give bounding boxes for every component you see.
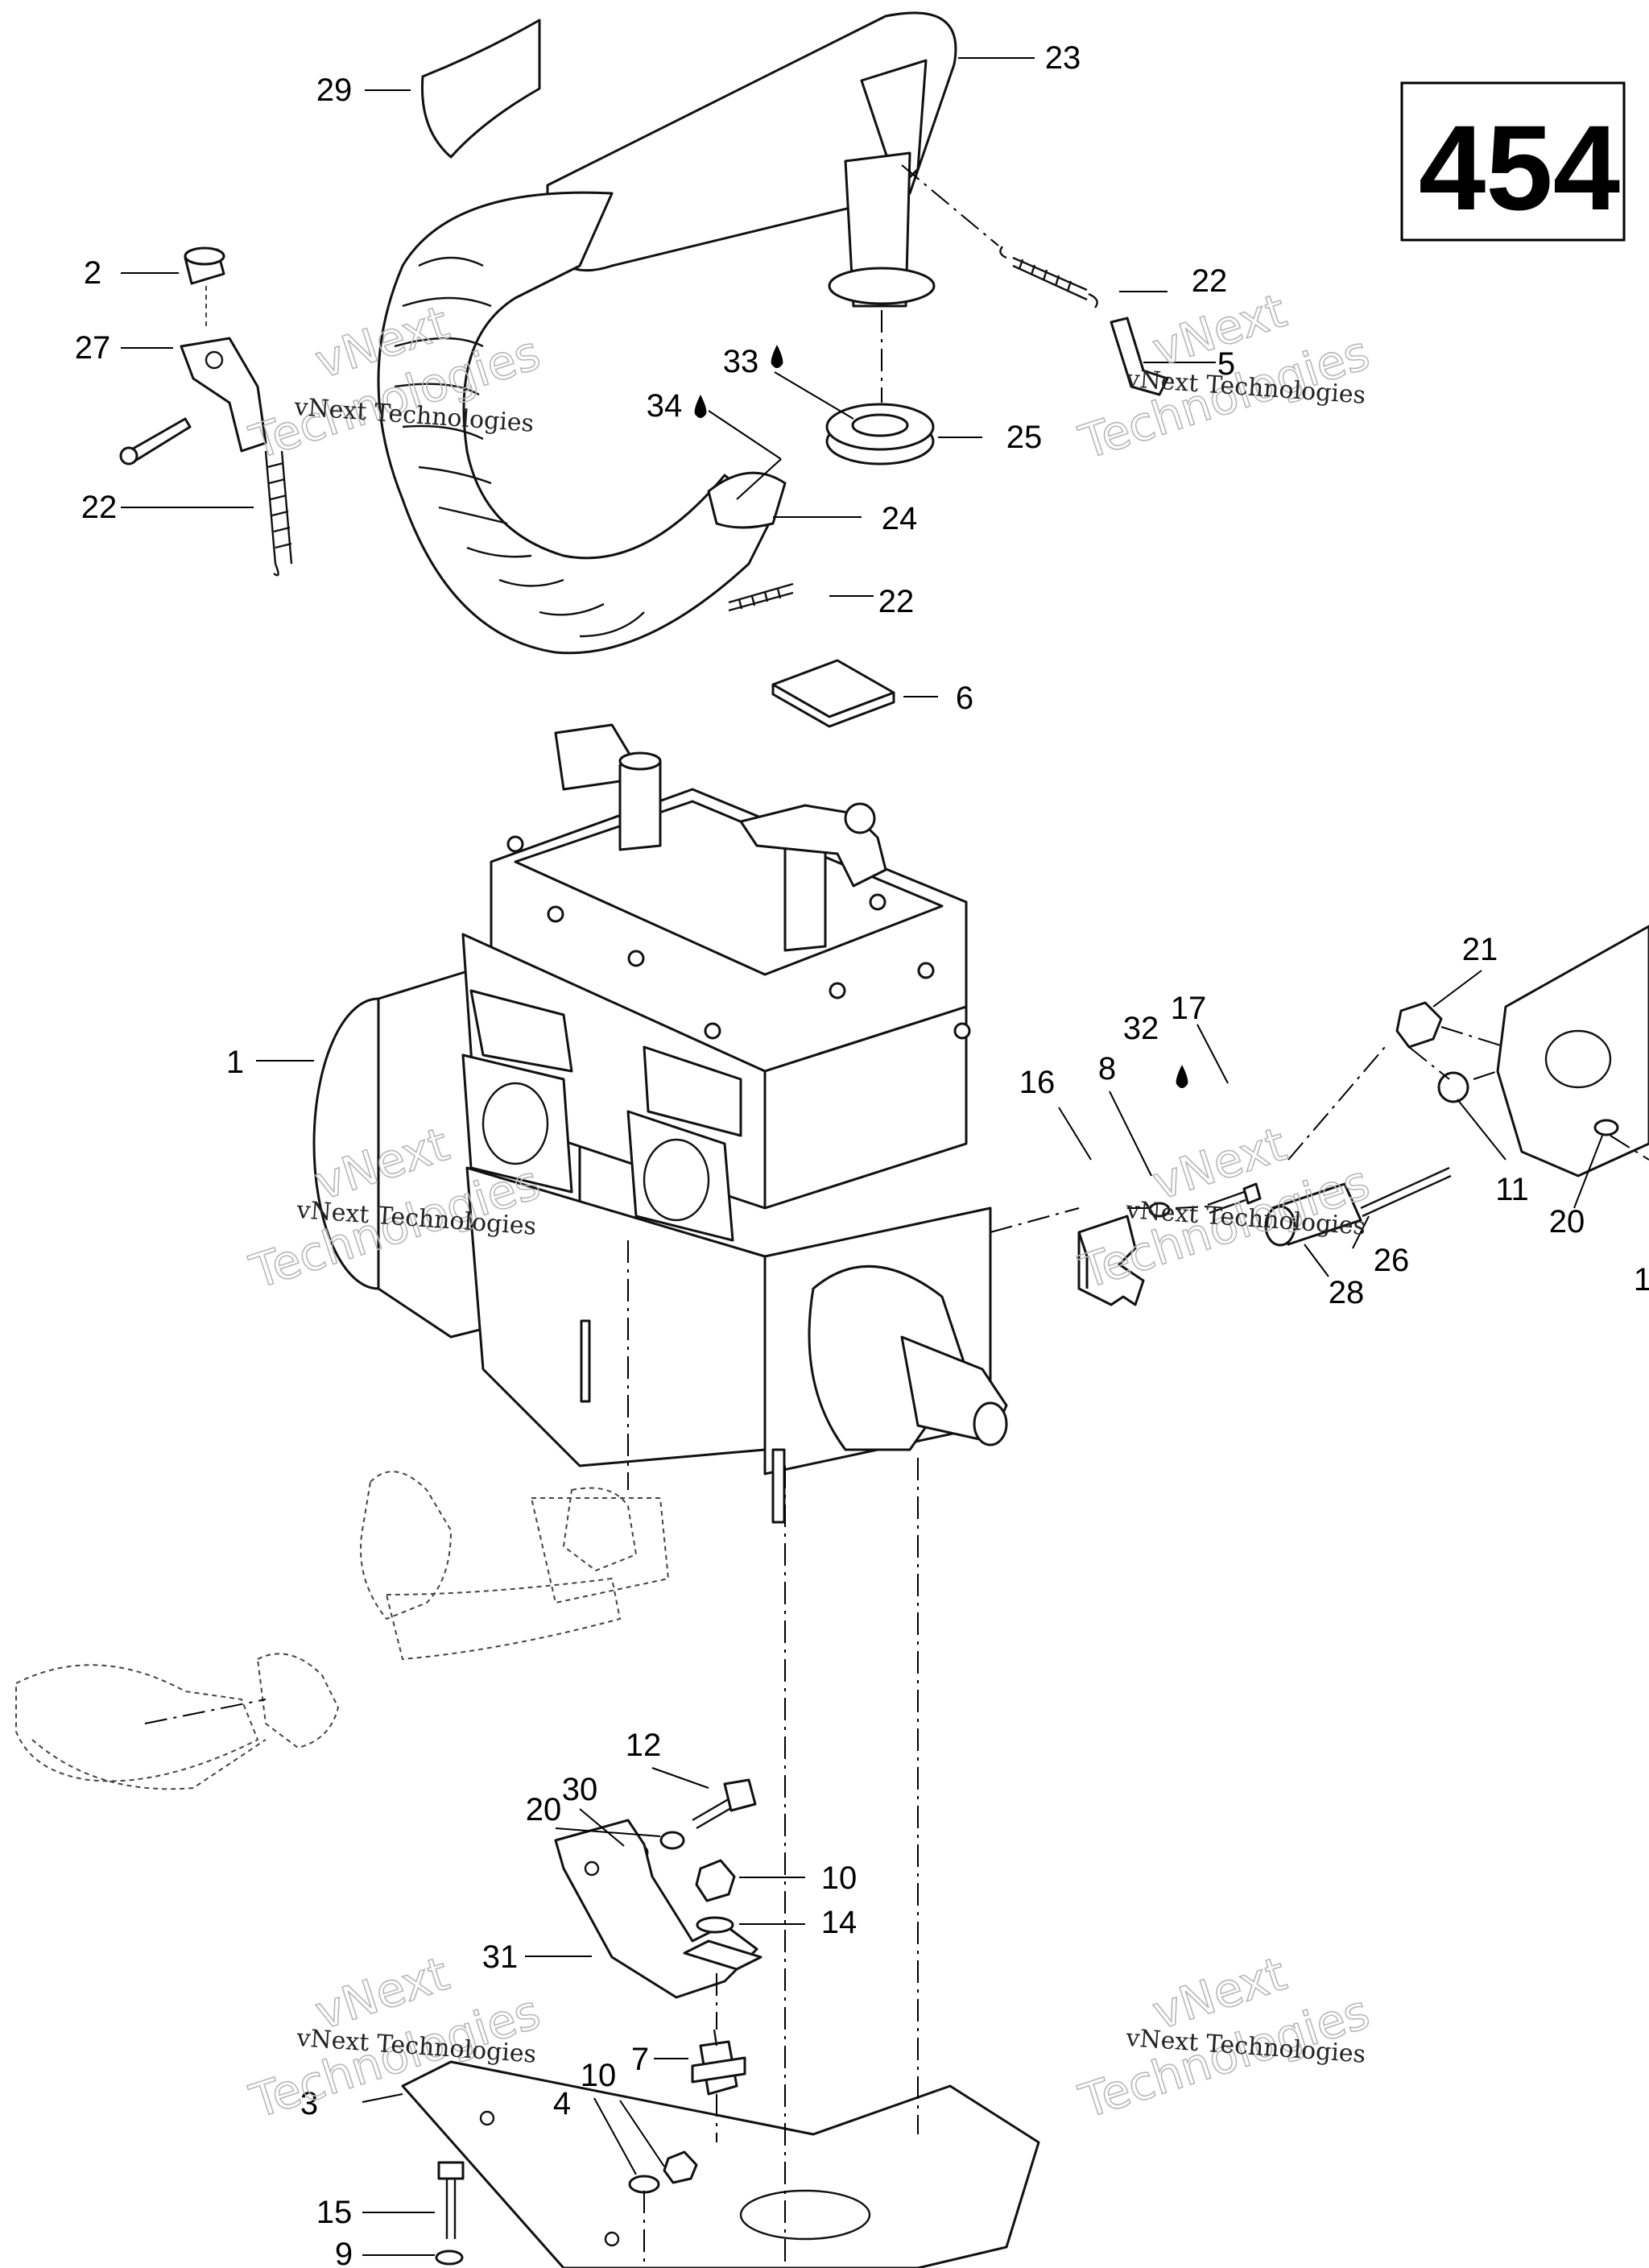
callout-31: 31: [482, 1939, 519, 1975]
oil-drop-icon: [694, 395, 707, 418]
exhaust-spring-upper-right: [999, 246, 1169, 396]
exhaust-spring-middle: [728, 582, 794, 612]
callout-17: 17: [1171, 991, 1207, 1026]
page-number-box: 454: [1400, 81, 1626, 242]
callout-16: 16: [1019, 1065, 1056, 1100]
callout-3: 3: [300, 2086, 318, 2121]
pipe-sleeve: [420, 19, 541, 159]
callout-28: 28: [1329, 1275, 1365, 1310]
callout-10b: 10: [581, 2058, 617, 2093]
mounting-stopper-assembly: [119, 246, 293, 577]
watermark-bottom-right: vNext Technologies vNext Technologies: [1072, 1945, 1377, 2129]
engine-mount-bottom-hardware: [401, 1778, 1040, 2268]
oil-drop-icon: [1176, 1065, 1188, 1088]
callout-22c: 22: [878, 584, 915, 619]
callout-32: 32: [1123, 1011, 1159, 1046]
callout-20a: 20: [1549, 1204, 1585, 1240]
callout-22b: 22: [1192, 263, 1228, 299]
callout-5: 5: [1217, 346, 1235, 382]
callout-23: 23: [1045, 40, 1081, 76]
callout-33: 33: [723, 344, 759, 379]
callout-29: 29: [316, 72, 353, 108]
callout-8: 8: [1098, 1051, 1116, 1086]
callout-24: 24: [882, 501, 918, 536]
callout-6: 6: [956, 681, 973, 716]
watermark-top-right: vNext Technologies vNext Technologies: [1072, 282, 1377, 470]
exhaust-pipe: [377, 11, 957, 655]
callout-10a: 10: [821, 1860, 858, 1896]
callout-12: 12: [626, 1728, 662, 1763]
callout-15: 15: [316, 2195, 353, 2230]
assembly-lines: [144, 164, 1649, 2268]
callout-4: 4: [553, 2086, 571, 2121]
leader-lines: [121, 57, 1603, 2256]
callout-20b: 20: [526, 1792, 562, 1827]
callout-1: 1: [226, 1045, 244, 1080]
engine-block: [312, 723, 1008, 1524]
callout-25: 25: [1006, 420, 1043, 455]
oil-drop-icon: [771, 345, 783, 368]
callout-27: 27: [75, 330, 111, 366]
engine-mount-right-hardware: [1077, 925, 1649, 1306]
callout-26: 26: [1374, 1243, 1410, 1278]
callout-14: 14: [821, 1905, 858, 1940]
callout-34: 34: [647, 388, 683, 424]
page-number: 454: [1419, 100, 1620, 235]
ghost-exhaust-manifold: [15, 1471, 670, 1790]
callout-11: 11: [1495, 1172, 1529, 1207]
callout-30: 30: [562, 1772, 598, 1807]
watermark-middle-right: vNext Technologies vNext Technologies: [1072, 1115, 1377, 1300]
callout-7: 7: [631, 2042, 649, 2077]
callout-2: 2: [84, 255, 101, 291]
callout-21: 21: [1462, 932, 1498, 967]
callout-labels: 29 23 2 27 22 22 5 33 34 25 24 22 6 1 16…: [75, 40, 1649, 2268]
grommet: [825, 403, 935, 466]
callout-9: 9: [335, 2237, 353, 2268]
callout-partial: 1: [1634, 1262, 1649, 1297]
callout-22a: 22: [81, 490, 118, 525]
